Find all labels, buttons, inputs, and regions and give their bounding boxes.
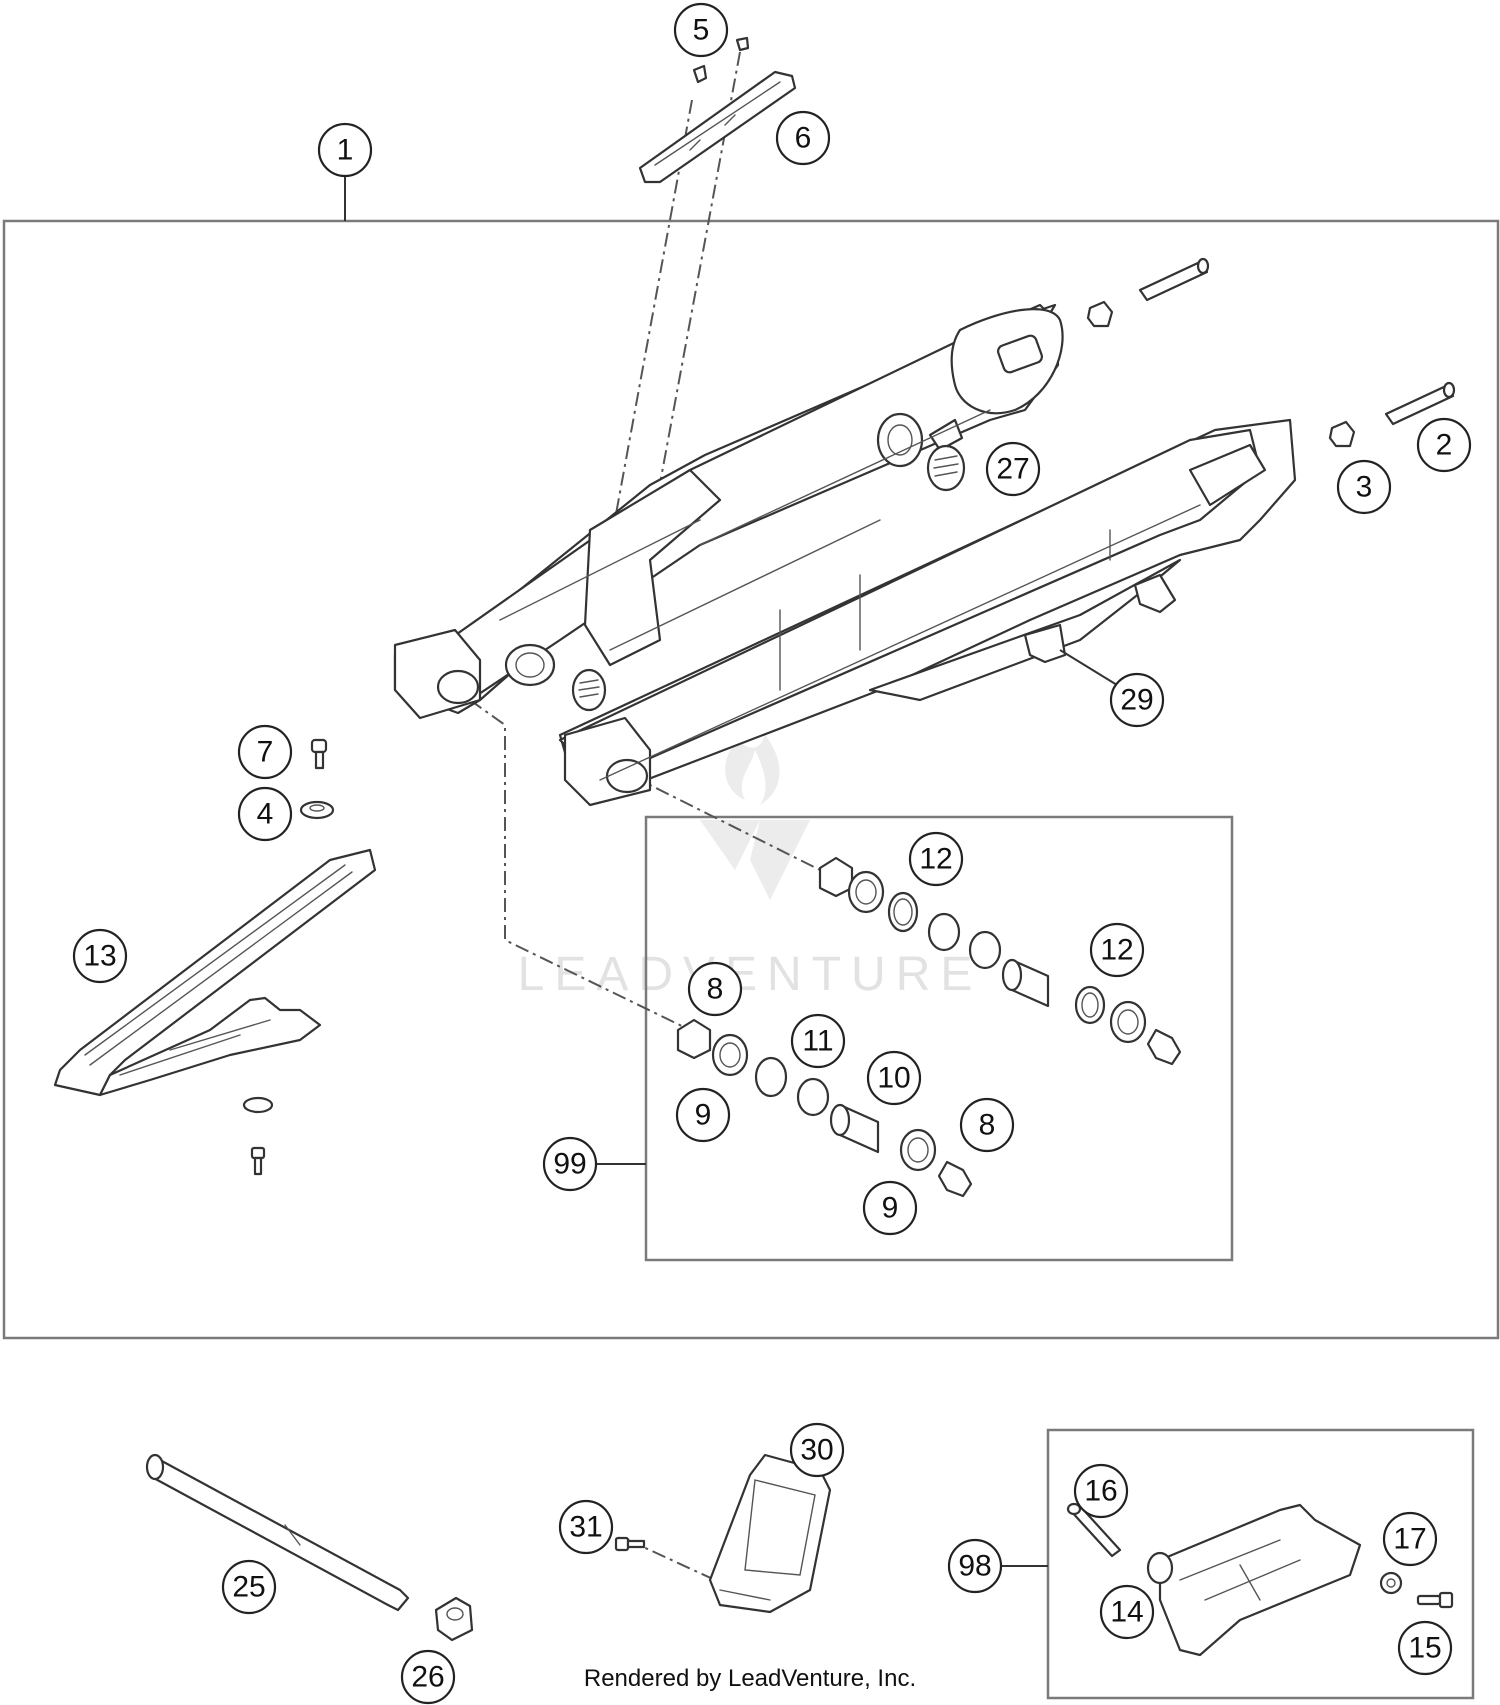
callout-31: 31 <box>558 1499 614 1555</box>
callout-99: 99 <box>542 1136 598 1192</box>
callout-29: 29 <box>1109 672 1165 728</box>
pivot-bolt-and-nut <box>145 1453 474 1642</box>
chain-guide-kit-box <box>1046 1428 1475 1700</box>
callout-4: 4 <box>237 786 293 842</box>
bearing-kit-box <box>644 815 1234 1262</box>
svg-text:9: 9 <box>695 1099 712 1132</box>
swingarm-assembly-box <box>2 219 1500 1340</box>
svg-text:10: 10 <box>877 1062 910 1095</box>
callout-7: 7 <box>237 724 293 780</box>
callout-9-upper: 9 <box>675 1087 731 1143</box>
callout-12-lower: 12 <box>1089 922 1145 978</box>
svg-text:9: 9 <box>882 1192 899 1225</box>
svg-text:1: 1 <box>337 134 354 167</box>
callout-9-lower: 9 <box>862 1180 918 1236</box>
svg-text:7: 7 <box>257 736 274 769</box>
callout-27: 27 <box>985 441 1041 497</box>
svg-text:3: 3 <box>1356 471 1373 504</box>
callout-6: 6 <box>775 110 831 166</box>
svg-text:31: 31 <box>569 1511 602 1544</box>
svg-text:29: 29 <box>1120 684 1153 717</box>
svg-text:4: 4 <box>257 798 274 831</box>
callout-14: 14 <box>1099 1584 1155 1640</box>
callout-30: 30 <box>789 1422 845 1478</box>
svg-text:6: 6 <box>795 122 812 155</box>
svg-text:27: 27 <box>996 453 1029 486</box>
bolt-and-washer-7-4 <box>299 738 335 820</box>
callout-8-upper: 8 <box>687 961 743 1017</box>
svg-text:2: 2 <box>1436 429 1453 462</box>
callout-1: 1 <box>317 122 373 178</box>
svg-text:25: 25 <box>232 1571 265 1604</box>
svg-text:8: 8 <box>979 1109 996 1142</box>
callout-26: 26 <box>400 1649 456 1705</box>
svg-text:15: 15 <box>1408 1632 1441 1665</box>
callout-8-lower: 8 <box>959 1097 1015 1153</box>
callout-12-upper: 12 <box>908 831 964 887</box>
chain-guide-kit-parts <box>1066 1502 1454 1657</box>
svg-text:98: 98 <box>958 1550 991 1583</box>
callout-17: 17 <box>1382 1511 1438 1567</box>
svg-text:12: 12 <box>1100 934 1133 967</box>
callout-13: 13 <box>72 928 128 984</box>
bearing-kit-parts <box>676 856 1182 1198</box>
rubber-plugs <box>571 444 966 712</box>
callout-11: 11 <box>790 1013 846 1069</box>
svg-text:30: 30 <box>800 1434 833 1467</box>
watermark-text: LEADVENTURE <box>518 948 983 1001</box>
callout-leaders <box>1059 649 1118 686</box>
callout-10: 10 <box>866 1050 922 1106</box>
svg-text:5: 5 <box>693 14 710 47</box>
svg-text:14: 14 <box>1110 1596 1143 1629</box>
assembly-lines <box>469 51 821 1581</box>
swingarm <box>393 303 1297 807</box>
svg-text:99: 99 <box>553 1148 586 1181</box>
pins-and-nuts <box>1086 257 1456 448</box>
svg-text:11: 11 <box>802 1025 833 1058</box>
svg-text:12: 12 <box>919 843 952 876</box>
svg-text:17: 17 <box>1393 1523 1426 1556</box>
callout-25: 25 <box>221 1559 277 1615</box>
callout-98: 98 <box>947 1538 1003 1594</box>
watermark: LEADVENTURE <box>518 735 983 1001</box>
svg-text:26: 26 <box>411 1661 444 1694</box>
svg-text:16: 16 <box>1084 1475 1117 1508</box>
callout-15: 15 <box>1397 1620 1453 1676</box>
callout-16: 16 <box>1073 1463 1129 1519</box>
chain-sliding-guard-part <box>53 848 377 1176</box>
callout-2: 2 <box>1416 417 1472 473</box>
svg-text:8: 8 <box>707 973 724 1006</box>
chain-guide-30-31 <box>614 1453 832 1614</box>
footer-credit: Rendered by LeadVenture, Inc. <box>584 1665 916 1692</box>
callout-3: 3 <box>1336 459 1392 515</box>
chain-slider-guide-part <box>638 36 797 184</box>
svg-text:13: 13 <box>83 940 116 973</box>
callout-5: 5 <box>673 2 729 58</box>
